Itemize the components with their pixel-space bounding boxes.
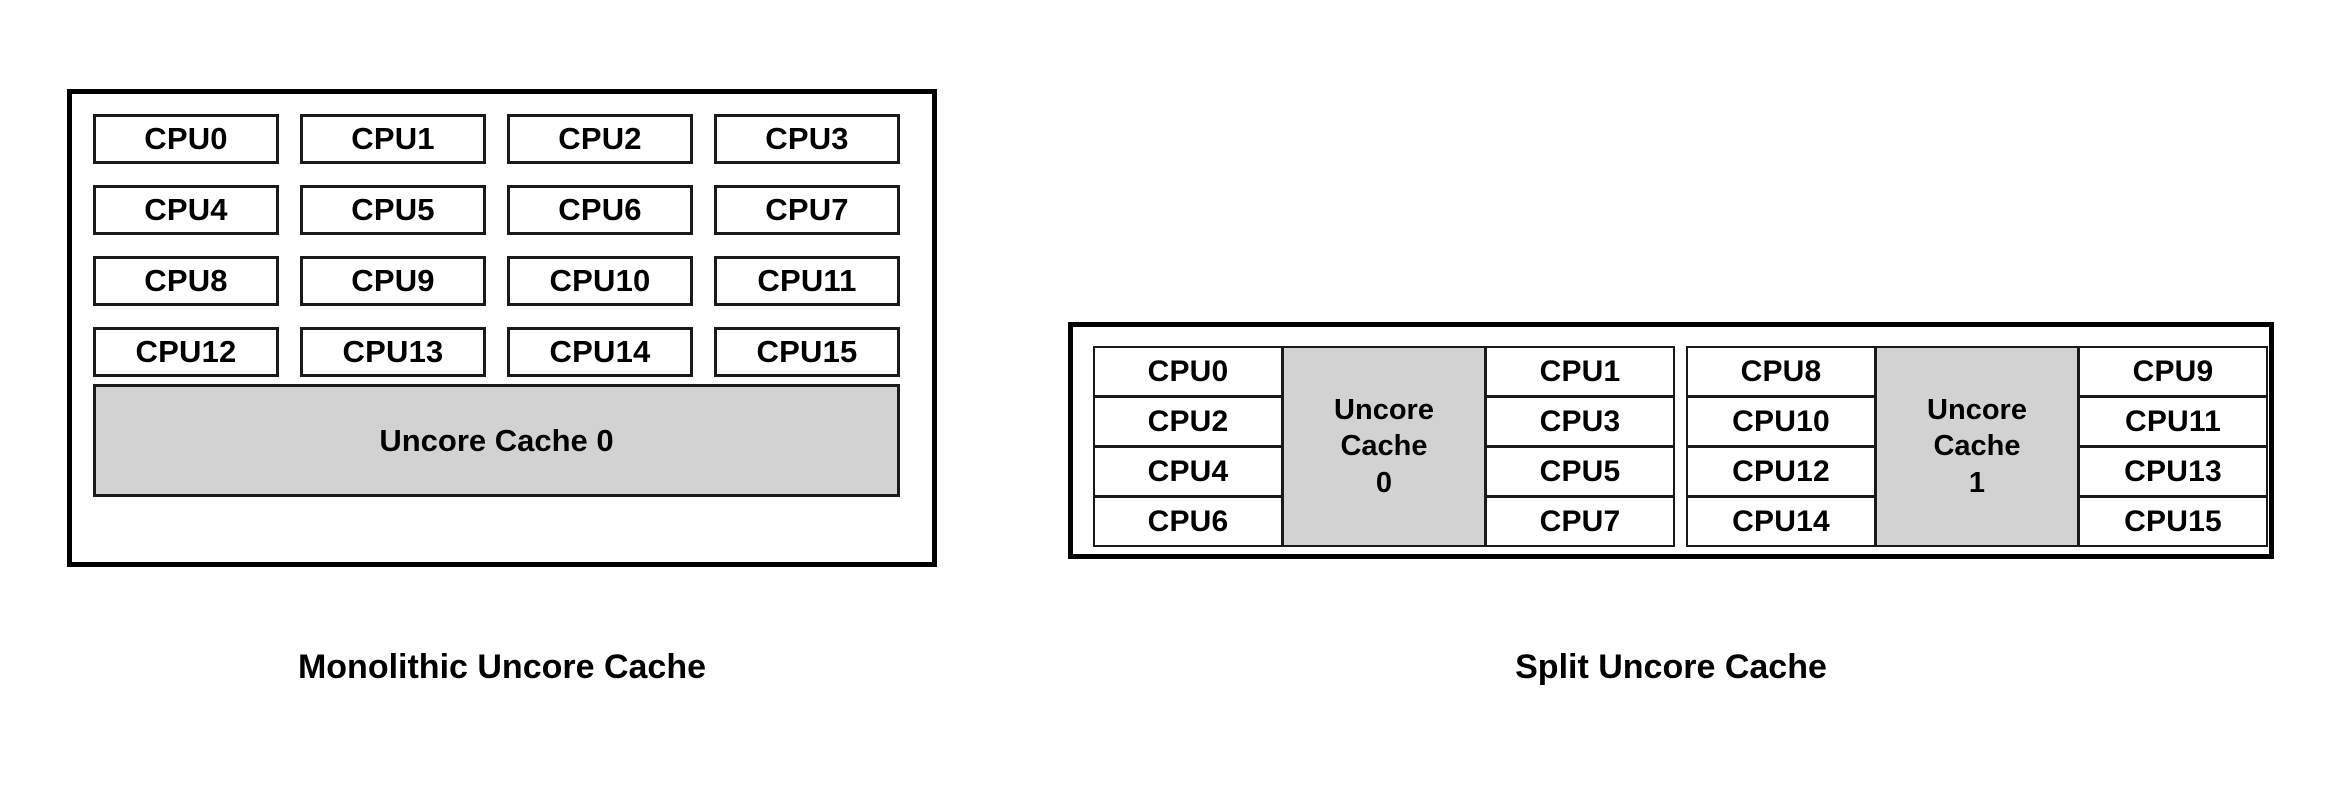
cpu-box: CPU2: [507, 114, 693, 164]
cpu-box: CPU12: [93, 327, 279, 377]
cpu-box: CPU14: [1686, 496, 1876, 547]
uncore-cache-label-line1: Uncore: [1927, 394, 2027, 427]
cpu-box: CPU5: [300, 185, 486, 235]
uncore-cache-label-line3: 1: [1968, 466, 1986, 499]
cpu-box: CPU2: [1093, 396, 1283, 447]
cpu-box: CPU6: [1093, 496, 1283, 547]
split-cache-panel: CPU0 CPU2 CPU4 CPU6 Uncore Cache 0 CPU1 …: [1068, 322, 2274, 559]
monolithic-caption: Monolithic Uncore Cache: [297, 648, 707, 686]
uncore-cache-label-line2: Cache: [1933, 430, 2021, 463]
cpu-box: CPU3: [1485, 396, 1675, 447]
cpu-box: CPU9: [300, 256, 486, 306]
cpu-box: CPU0: [93, 114, 279, 164]
uncore-cache-label-line1: Uncore: [1334, 394, 1434, 427]
cpu-box: CPU4: [1093, 446, 1283, 497]
cpu-box: CPU7: [714, 185, 900, 235]
cpu-box: CPU13: [2078, 446, 2268, 497]
monolithic-cache-panel: CPU0 CPU1 CPU2 CPU3 CPU4 CPU5 CPU6 CPU7 …: [67, 89, 937, 567]
cpu-box: CPU15: [2078, 496, 2268, 547]
cpu-box: CPU0: [1093, 346, 1283, 397]
uncore-cache-box: Uncore Cache 0: [1282, 346, 1486, 547]
uncore-cache-box: Uncore Cache 0: [93, 384, 900, 497]
cpu-box: CPU10: [507, 256, 693, 306]
cpu-box: CPU1: [300, 114, 486, 164]
cpu-box: CPU3: [714, 114, 900, 164]
cpu-box: CPU10: [1686, 396, 1876, 447]
cpu-box: CPU8: [93, 256, 279, 306]
cpu-box: CPU1: [1485, 346, 1675, 397]
uncore-cache-label-line3: 0: [1375, 466, 1393, 499]
cpu-cluster: CPU8 CPU10 CPU12 CPU14 Uncore Cache 1 CP…: [1686, 346, 2268, 549]
cpu-box: CPU11: [2078, 396, 2268, 447]
cpu-box: CPU5: [1485, 446, 1675, 497]
cpu-box: CPU15: [714, 327, 900, 377]
cpu-box: CPU13: [300, 327, 486, 377]
cpu-box: CPU12: [1686, 446, 1876, 497]
split-caption: Split Uncore Cache: [1515, 648, 1827, 686]
cpu-box: CPU11: [714, 256, 900, 306]
uncore-cache-label-line2: Cache: [1340, 430, 1428, 463]
cpu-box: CPU6: [507, 185, 693, 235]
cpu-box: CPU14: [507, 327, 693, 377]
cpu-box: CPU8: [1686, 346, 1876, 397]
cpu-box: CPU4: [93, 185, 279, 235]
uncore-cache-box: Uncore Cache 1: [1875, 346, 2079, 547]
cpu-box: CPU9: [2078, 346, 2268, 397]
cpu-box: CPU7: [1485, 496, 1675, 547]
cpu-cluster: CPU0 CPU2 CPU4 CPU6 Uncore Cache 0 CPU1 …: [1093, 346, 1675, 549]
